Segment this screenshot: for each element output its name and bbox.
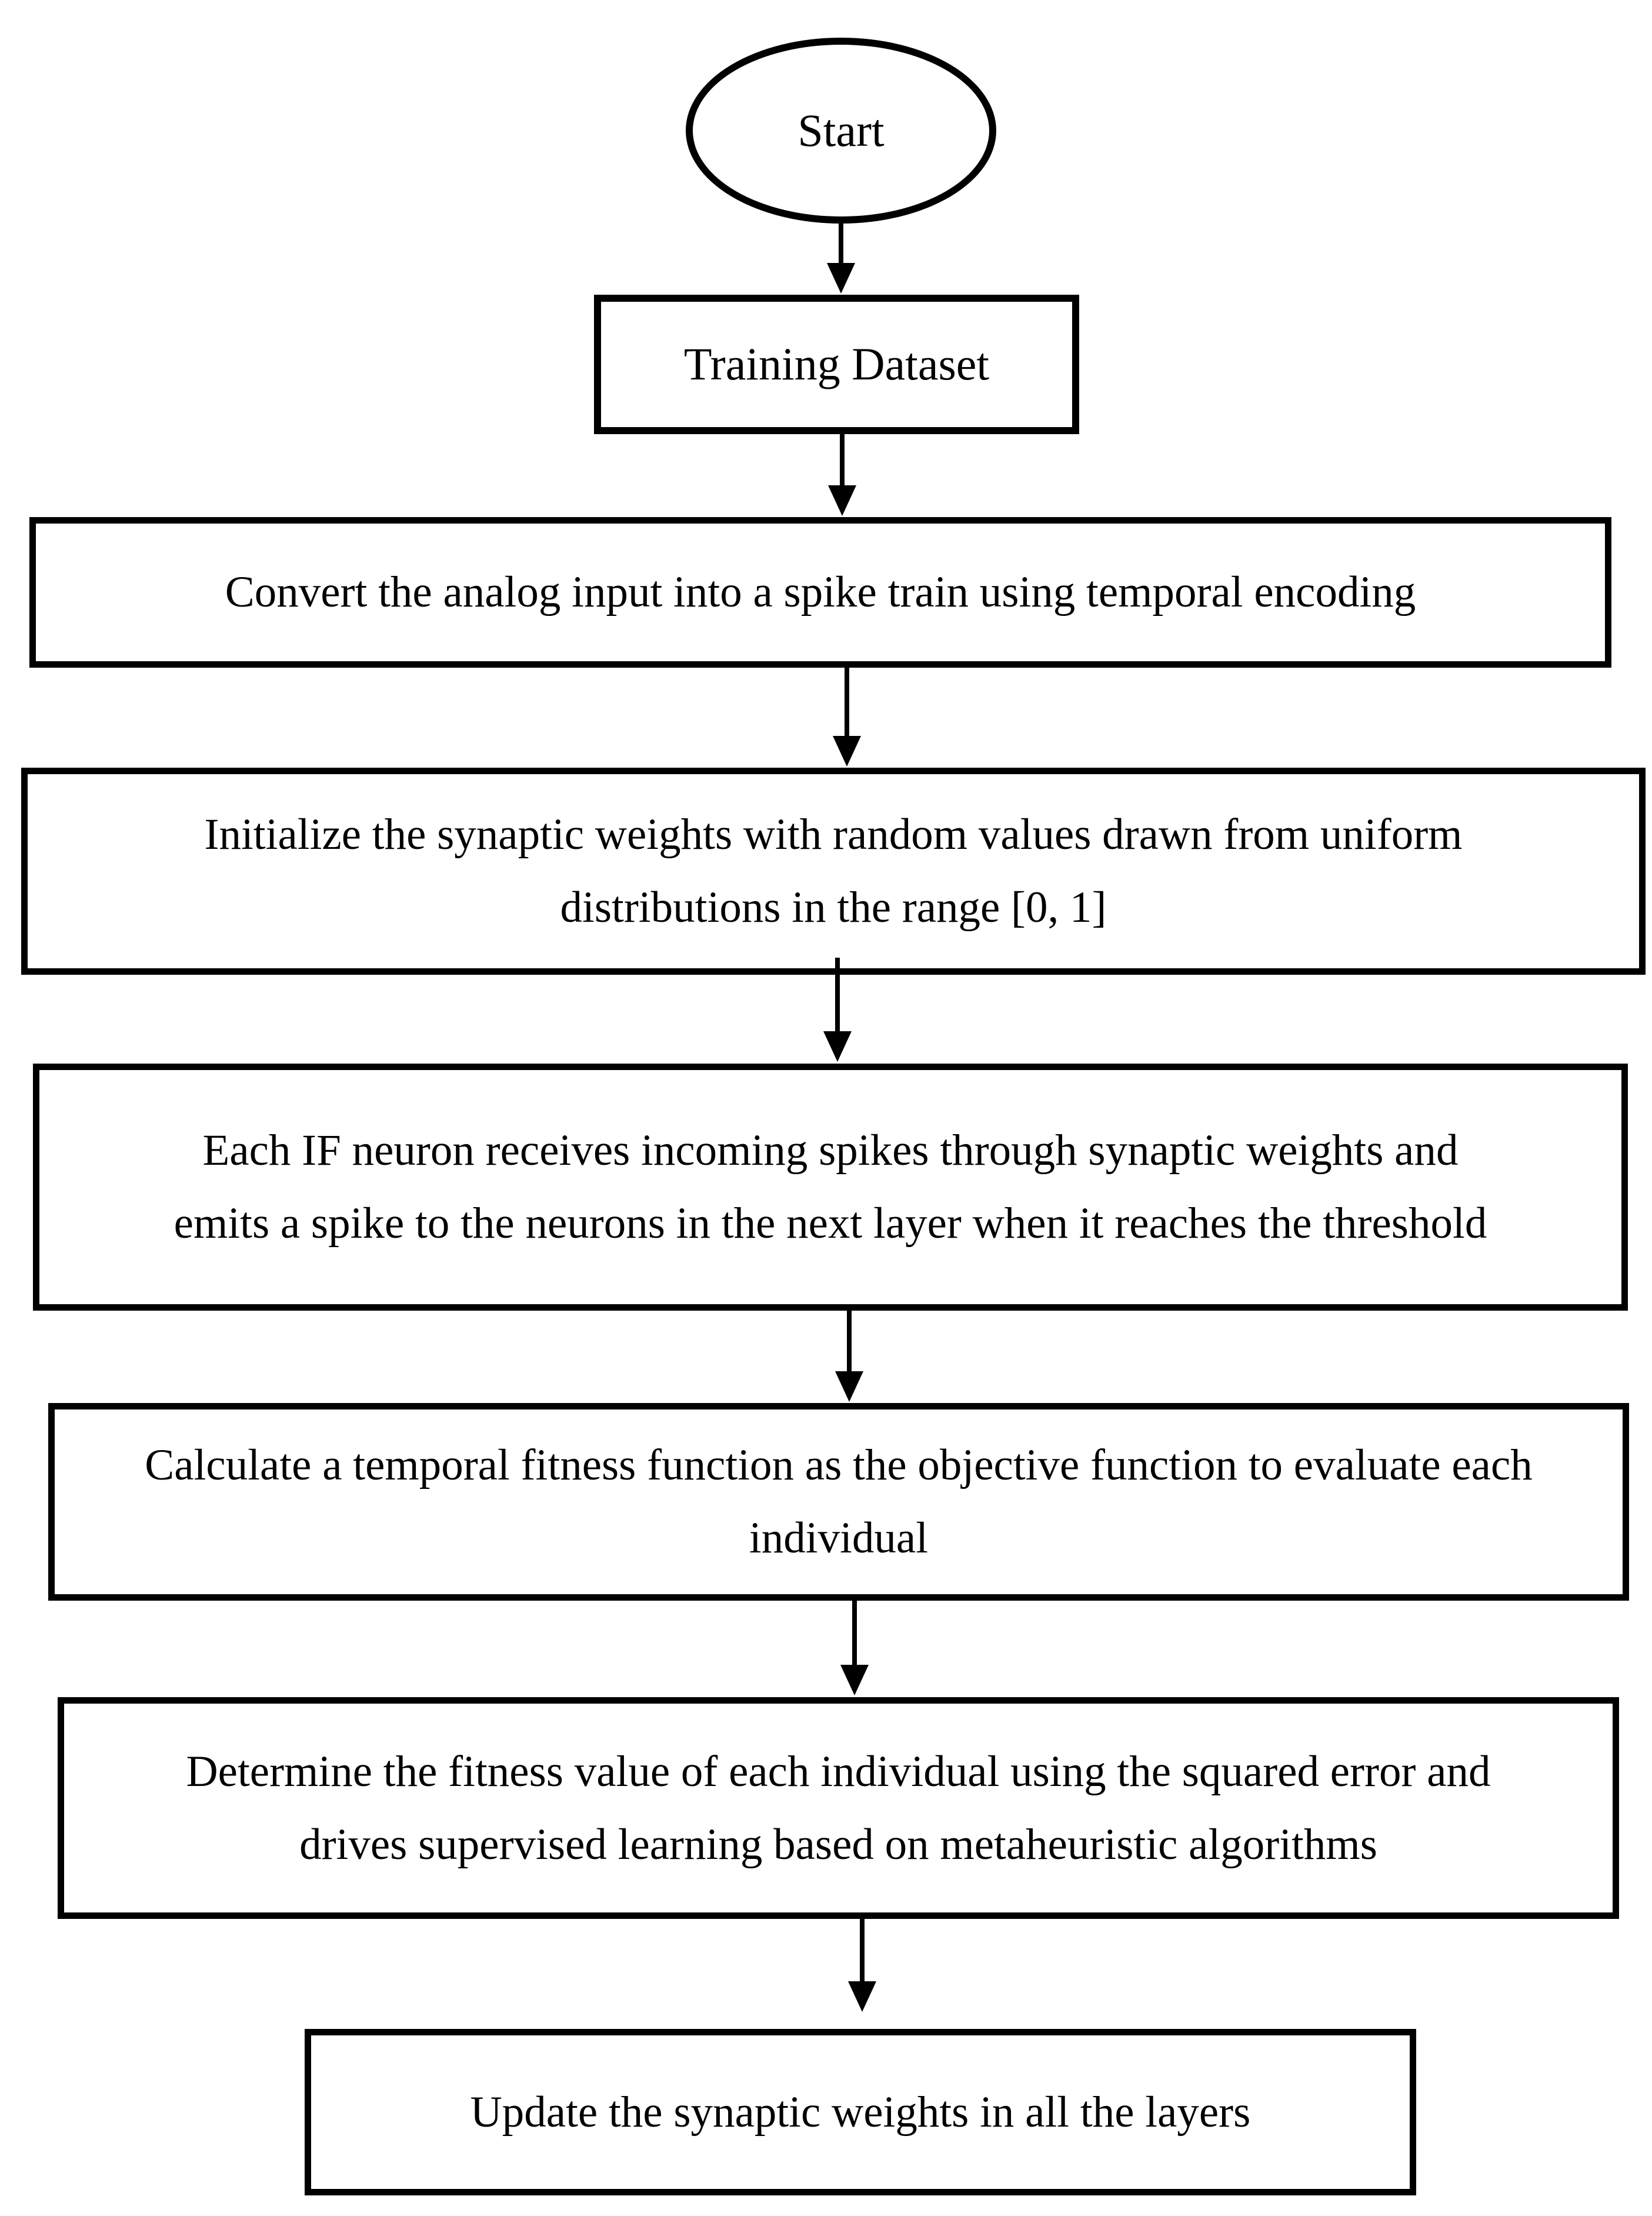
arrow-shaft (847, 1306, 852, 1378)
step-if-neuron: Each IF neuron receives incoming spikes … (33, 1064, 1628, 1311)
arrow-shaft (852, 1597, 857, 1672)
start-label: Start (797, 104, 885, 156)
arrowhead-icon (823, 1031, 852, 1062)
arrow-init-to-neuron (823, 958, 852, 1062)
arrowhead-icon (828, 485, 856, 516)
step-temporal-fitness-function: Calculate a temporal fitness function as… (48, 1403, 1629, 1601)
arrow-shaft (845, 664, 849, 743)
arrowhead-icon (840, 1665, 869, 1695)
arrow-encoding-to-init (833, 664, 861, 767)
step-temporal-fitness-function-label: Calculate a temporal fitness function as… (145, 1441, 1533, 1562)
arrowhead-icon (835, 1371, 863, 1402)
step-temporal-encoding: Convert the analog input into a spike tr… (29, 517, 1611, 668)
arrow-dataset-to-encoding (828, 429, 856, 516)
step-fitness-value: Determine the fitness value of each indi… (58, 1697, 1619, 1919)
arrowhead-icon (848, 1981, 876, 2012)
arrow-shaft (835, 958, 840, 1038)
step-update-weights: Update the synaptic weights in all the l… (305, 2029, 1416, 2195)
arrow-shaft (860, 1915, 865, 1988)
arrow-fitness-value-to-update (848, 1915, 876, 2012)
arrow-fitness-function-to-fitness-value (840, 1597, 869, 1695)
start-terminal: Start (686, 38, 996, 224)
step-initialize-weights: Initialize the synaptic weights with ran… (21, 768, 1646, 975)
step-update-weights-label: Update the synaptic weights in all the l… (470, 2087, 1251, 2137)
arrow-neuron-to-fitness-function (835, 1306, 863, 1402)
training-dataset-label: Training Dataset (683, 338, 990, 390)
arrowhead-icon (827, 263, 855, 294)
arrow-shaft (840, 429, 845, 492)
arrowhead-icon (833, 736, 861, 767)
step-if-neuron-label: Each IF neuron receives incoming spikes … (173, 1126, 1487, 1248)
step-temporal-encoding-label: Convert the analog input into a spike tr… (225, 568, 1416, 617)
arrow-shaft (839, 222, 843, 270)
training-dataset-box: Training Dataset (594, 295, 1079, 434)
step-fitness-value-label: Determine the fitness value of each indi… (186, 1747, 1491, 1869)
step-initialize-weights-label: Initialize the synaptic weights with ran… (204, 810, 1463, 932)
arrow-start-to-dataset (827, 222, 855, 294)
